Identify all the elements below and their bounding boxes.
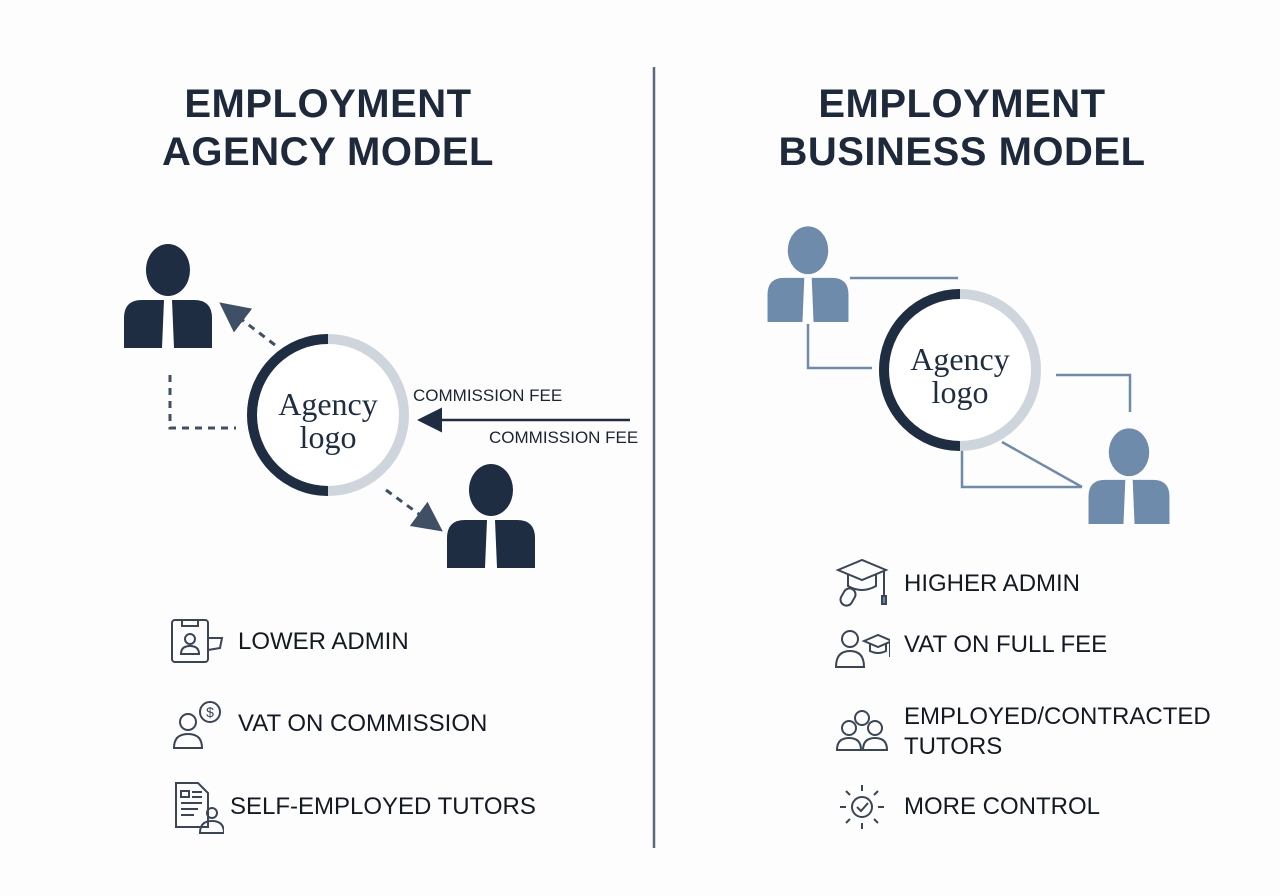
agency-logo-text: logo [932,374,989,410]
person-icon-bottom [447,464,535,568]
user-graduation-icon [834,617,895,673]
commission-fee-label: COMMISSION FEE [413,386,562,405]
dotted-connector [168,375,236,430]
person-icon-bottom [1088,428,1170,524]
connector-lines [806,276,1132,489]
list-item: VAT ON FULL FEE [834,617,1107,673]
item-label: LOWER ADMIN [238,628,409,655]
business-model-title: EMPLOYMENT BUSINESS MODEL [682,80,1242,176]
agency-logo-text: Agency [278,386,378,422]
person-icon-top [767,226,849,322]
item-label: MORE CONTROL [904,793,1101,820]
list-item: $ VAT ON COMMISSION [168,696,487,752]
title-line-2: AGENCY MODEL [162,130,494,174]
agency-logo-ring-right [879,289,1041,451]
agency-logo-text: Agency [910,341,1010,377]
id-badge-icon [168,614,224,670]
dotted-arrow-to-bottom-person [385,488,443,532]
commission-fee-label: COMMISSION FEE [489,428,638,447]
agency-logo-ring-left [247,334,409,496]
item-label: HIGHER ADMIN [904,570,1081,597]
list-item: HIGHER ADMIN [834,556,1080,612]
list-item: EMPLOYED/CONTRACTED TUTORS [834,702,1214,762]
title-line-2: BUSINESS MODEL [778,130,1146,174]
agency-model-title: EMPLOYMENT AGENCY MODEL [48,80,608,176]
dotted-arrow-to-top-person [219,302,276,347]
graduation-cap-mouse-icon [834,556,890,612]
list-item: LOWER ADMIN [168,614,409,670]
document-user-icon [168,779,226,835]
sun-check-icon [834,779,890,835]
title-line-1: EMPLOYMENT [818,82,1106,126]
person-icon-top [124,244,212,348]
title-line-1: EMPLOYMENT [184,82,472,126]
group-users-icon [834,704,890,760]
user-dollar-icon: $ [168,696,224,752]
list-item: SELF-EMPLOYED TUTORS [168,779,536,835]
item-label: EMPLOYED/CONTRACTED TUTORS [904,703,1211,760]
agency-logo-text: logo [300,419,357,455]
item-label: VAT ON FULL FEE [904,631,1108,658]
svg-text:$: $ [206,704,214,720]
list-item: MORE CONTROL [834,779,1100,835]
item-label: SELF-EMPLOYED TUTORS [230,793,536,820]
item-label: VAT ON COMMISSION [238,710,488,737]
